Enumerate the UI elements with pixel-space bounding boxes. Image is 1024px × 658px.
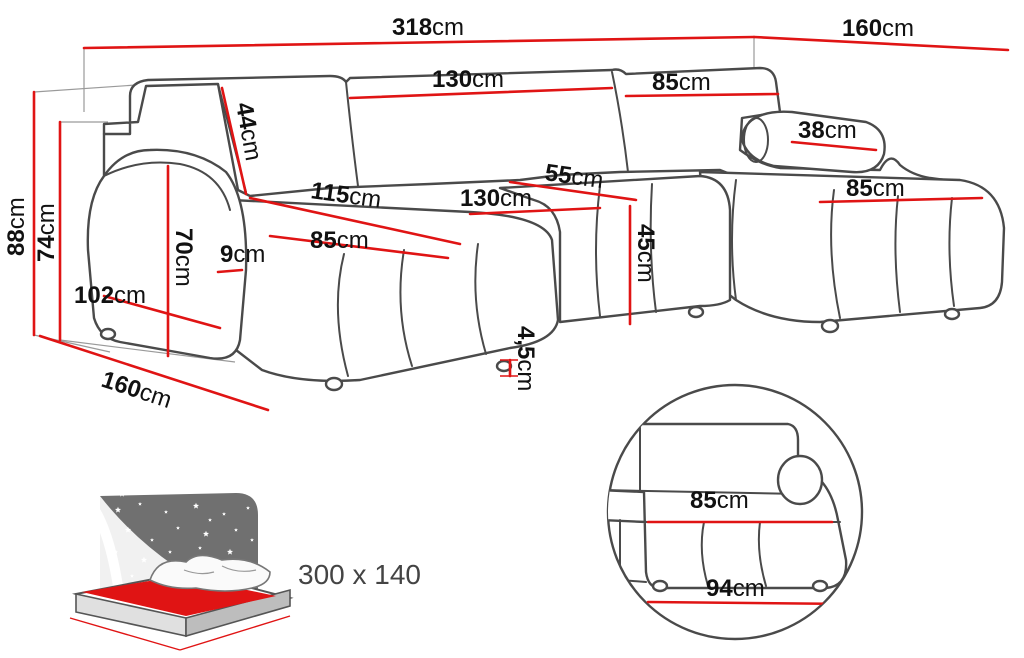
sleeping-area-size: 300 x 140 [298,559,421,590]
label-arm-height: 70cm [170,228,197,287]
dimension-labels: 318cm 160cm 130cm 85cm 44cm 38cm 115cm 1… [3,14,914,414]
star-icon [198,546,202,550]
star-icon [222,512,226,516]
label-leg-height: 4,5cm [512,326,539,391]
label-seat-width-middle: 130cm [460,185,532,212]
sofa-chaise [698,170,1006,324]
star-icon [141,556,147,563]
label-height-back: 74cm [33,203,60,262]
star-icon [115,506,121,513]
star-icon [234,528,238,532]
label-arm-depth: 102cm [74,282,146,309]
label-cushion-height: 44cm [230,100,267,162]
star-icon [193,502,199,509]
label-back-center-width: 130cm [432,66,504,93]
sofa-back [102,66,962,198]
bed-with-night-sky-icon [69,493,294,651]
label-bolster-length: 38cm [798,117,857,144]
star-icon [203,530,209,537]
star-icon [250,538,254,542]
star-icon [125,526,131,533]
label-arm-width: 9cm [220,241,265,268]
star-icon [246,506,250,510]
label-chaise-width: 85cm [846,175,905,202]
dimension-lines [32,35,1010,412]
star-icon [150,538,154,542]
bolster-pillow [740,110,886,174]
star-icon [138,502,142,506]
label-seat-height: 45cm [632,224,659,283]
label-seat-depth-left: 115cm [309,177,383,214]
star-icon [208,518,212,522]
star-icon [164,510,168,514]
label-depth-right: 160cm [842,15,914,42]
sofa-seat-left [230,198,560,383]
label-height-total: 88cm [3,197,30,256]
label-detail-depth: 94cm [706,575,765,602]
star-icon [168,550,172,554]
star-icon [227,548,233,555]
label-detail-width: 85cm [690,487,749,514]
label-back-right-width: 85cm [652,69,711,96]
star-icon [176,526,180,530]
label-seat-depth-middle: 55cm [543,159,605,194]
star-icon [130,574,134,578]
label-depth-left: 160cm [98,366,175,414]
detail-view-chaise: 85cm 94cm [606,383,864,641]
sofa-illustration [86,66,1006,392]
label-seat-width-left: 85cm [310,227,369,254]
label-total-length: 318cm [392,14,464,41]
